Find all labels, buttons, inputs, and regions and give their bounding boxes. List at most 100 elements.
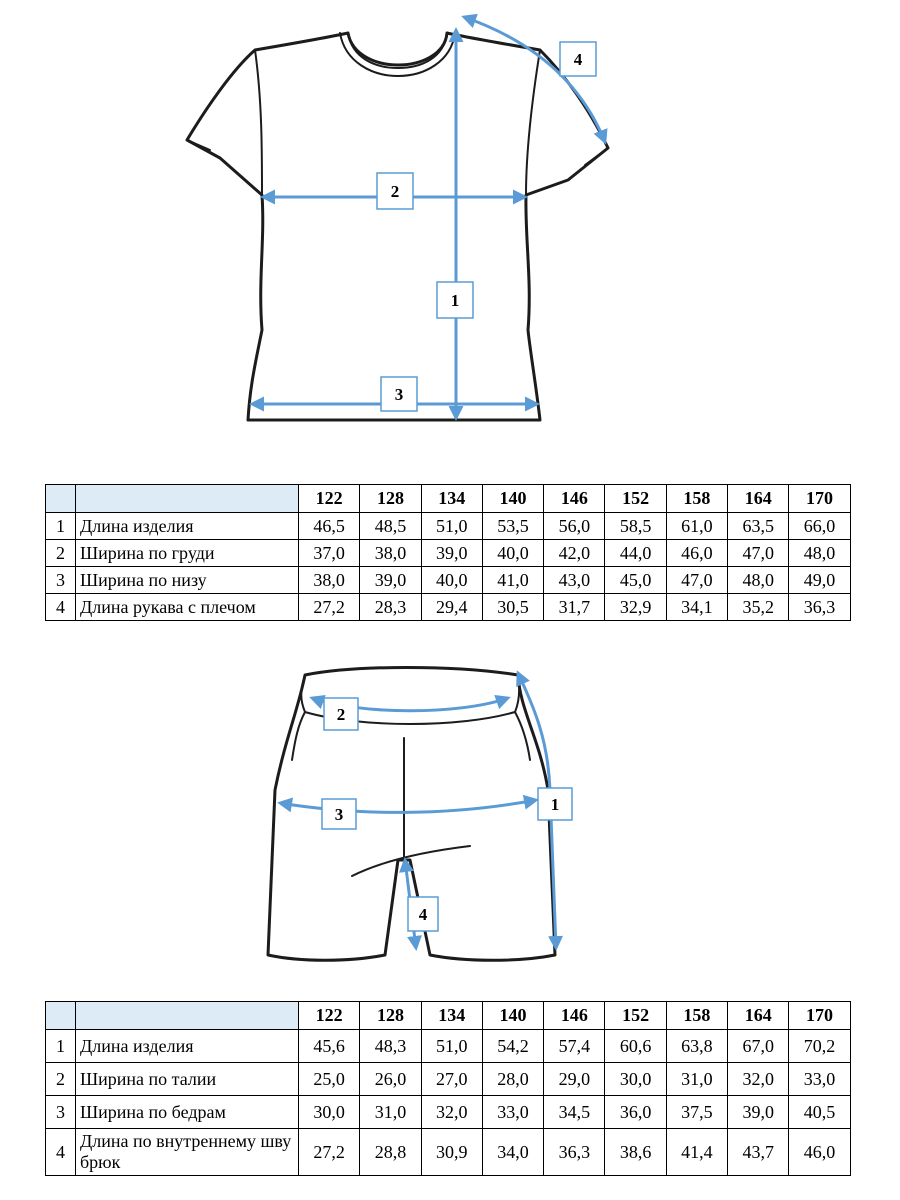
size-header: 140 <box>481 484 545 513</box>
table-cell: 45,6 <box>297 1029 361 1063</box>
svg-text:4: 4 <box>419 905 428 924</box>
header-blank-cell <box>75 1001 299 1030</box>
row-number: 3 <box>45 566 76 594</box>
shorts-size-table: 122 128 134 140 146 152 158 164 170 1 Дл… <box>45 1001 851 1176</box>
table-cell: 30,0 <box>297 1095 361 1129</box>
shorts-marker-1: 1 <box>537 787 573 821</box>
table-cell: 67,0 <box>727 1029 790 1063</box>
table-cell: 37,5 <box>665 1095 729 1129</box>
size-header: 128 <box>359 484 422 513</box>
row-number: 2 <box>45 1062 76 1096</box>
table-cell: 39,0 <box>727 1095 790 1129</box>
size-header: 170 <box>788 484 851 513</box>
table-cell: 35,2 <box>727 593 790 621</box>
hip-width-line <box>277 794 539 814</box>
table-cell: 48,5 <box>359 512 422 540</box>
length-line <box>516 670 564 951</box>
table-cell: 38,6 <box>604 1128 667 1176</box>
size-header: 122 <box>297 484 361 513</box>
size-header: 128 <box>359 1001 422 1030</box>
row-label: Ширина по талии <box>75 1062 299 1096</box>
table-cell: 60,6 <box>604 1029 667 1063</box>
table-cell: 46,0 <box>788 1128 851 1176</box>
table-cell: 41,0 <box>481 566 545 594</box>
header-blank-cell <box>75 484 299 513</box>
svg-text:3: 3 <box>335 805 344 824</box>
table-cell: 30,9 <box>420 1128 483 1176</box>
table-row: 2 Ширина по груди 37,0 38,0 39,0 40,0 42… <box>45 539 851 567</box>
table-cell: 57,4 <box>543 1029 606 1063</box>
tshirt-outline <box>185 31 610 422</box>
table-cell: 36,3 <box>543 1128 606 1176</box>
size-header: 134 <box>420 1001 483 1030</box>
row-number: 1 <box>45 1029 76 1063</box>
row-number: 2 <box>45 539 76 567</box>
table-cell: 31,0 <box>359 1095 422 1129</box>
table-cell: 63,5 <box>727 512 790 540</box>
table-row: 3 Ширина по бедрам 30,0 31,0 32,0 33,0 3… <box>45 1095 851 1129</box>
table-cell: 31,7 <box>543 593 606 621</box>
table-cell: 48,0 <box>788 539 851 567</box>
table-cell: 33,0 <box>788 1062 851 1096</box>
table-cell: 43,7 <box>727 1128 790 1176</box>
table-cell: 45,0 <box>604 566 667 594</box>
shorts-marker-4: 4 <box>407 896 439 932</box>
size-header: 134 <box>420 484 483 513</box>
table-cell: 48,3 <box>359 1029 422 1063</box>
sleeve-length-line <box>461 13 608 145</box>
size-header: 164 <box>727 484 790 513</box>
size-header: 122 <box>297 1001 361 1030</box>
table-cell: 46,0 <box>665 539 729 567</box>
table-header-row: 122 128 134 140 146 152 158 164 170 <box>45 484 851 513</box>
row-label: Длина изделия <box>75 1029 299 1063</box>
table-cell: 41,4 <box>665 1128 729 1176</box>
table-cell: 34,1 <box>665 593 729 621</box>
table-cell: 48,0 <box>727 566 790 594</box>
table-cell: 27,0 <box>420 1062 483 1096</box>
size-header: 146 <box>543 484 606 513</box>
row-label: Ширина по бедрам <box>75 1095 299 1129</box>
row-number: 3 <box>45 1095 76 1129</box>
table-cell: 58,5 <box>604 512 667 540</box>
tshirt-diagram: 1 2 3 4 <box>185 13 610 422</box>
table-cell: 51,0 <box>420 512 483 540</box>
table-cell: 44,0 <box>604 539 667 567</box>
table-cell: 33,0 <box>481 1095 545 1129</box>
size-header: 140 <box>481 1001 545 1030</box>
table-cell: 37,0 <box>297 539 361 567</box>
table-cell: 28,0 <box>481 1062 545 1096</box>
header-blank-cell <box>45 484 76 513</box>
table-cell: 40,0 <box>481 539 545 567</box>
table-cell: 66,0 <box>788 512 851 540</box>
table-cell: 28,3 <box>359 593 422 621</box>
table-row: 4 Длина рукава с плечом 27,2 28,3 29,4 3… <box>45 593 851 621</box>
shorts-diagram: 1 2 3 4 <box>266 666 573 962</box>
row-label: Длина по внутреннему шву брюк <box>75 1128 299 1176</box>
table-row: 4 Длина по внутреннему шву брюк 27,2 28,… <box>45 1128 851 1176</box>
table-cell: 32,0 <box>727 1062 790 1096</box>
row-number: 4 <box>45 1128 76 1176</box>
table-cell: 49,0 <box>788 566 851 594</box>
shorts-outline <box>266 666 557 962</box>
size-header: 164 <box>727 1001 790 1030</box>
table-cell: 61,0 <box>665 512 729 540</box>
table-cell: 38,0 <box>297 566 361 594</box>
table-cell: 26,0 <box>359 1062 422 1096</box>
table-cell: 30,0 <box>604 1062 667 1096</box>
table-cell: 56,0 <box>543 512 606 540</box>
table-cell: 27,2 <box>297 593 361 621</box>
size-header: 146 <box>543 1001 606 1030</box>
table-cell: 38,0 <box>359 539 422 567</box>
svg-text:3: 3 <box>395 385 404 404</box>
size-header: 158 <box>665 484 729 513</box>
table-cell: 40,5 <box>788 1095 851 1129</box>
tshirt-marker-2: 2 <box>376 172 414 210</box>
svg-text:4: 4 <box>574 50 583 69</box>
row-label: Ширина по низу <box>75 566 299 594</box>
tshirt-marker-1: 1 <box>436 281 474 319</box>
header-blank-cell <box>45 1001 76 1030</box>
row-number: 1 <box>45 512 76 540</box>
size-header: 158 <box>665 1001 729 1030</box>
table-cell: 39,0 <box>359 566 422 594</box>
row-label: Ширина по груди <box>75 539 299 567</box>
